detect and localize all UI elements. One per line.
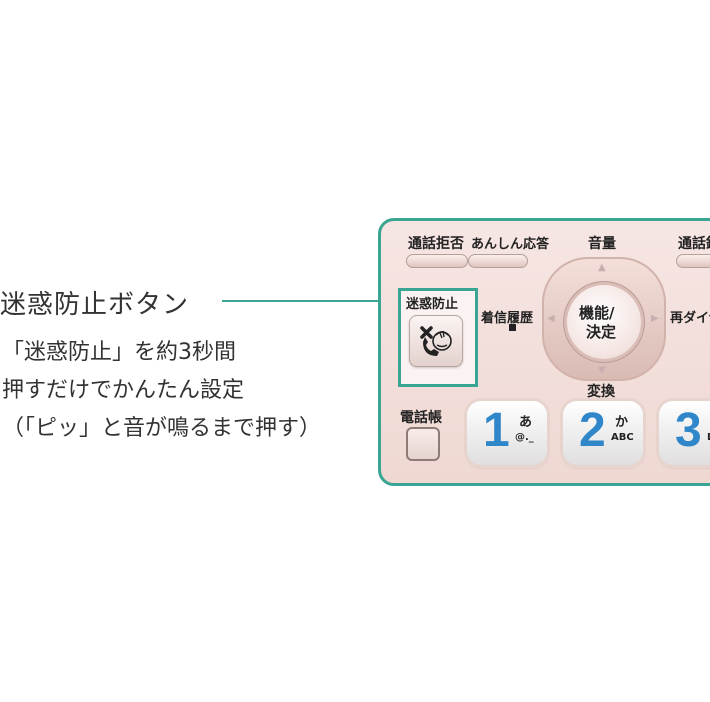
call-reject-label: 通話拒否 [408,236,464,252]
key-3-digit: 3 [675,404,702,457]
anshin-button[interactable] [468,254,528,268]
key-2-digit: 2 [579,404,606,457]
key-1[interactable]: 1 あ @._ [467,401,547,465]
phonebook-button[interactable] [406,427,440,461]
right-arrow-icon: ▶ [651,313,659,324]
meiwaku-label: 迷惑防止 [406,297,459,312]
function-enter-button[interactable] [567,285,641,359]
caption-title: 迷惑防止ボタン [0,290,190,320]
key-1-kana: あ [519,415,533,430]
key-1-sub: @._ [515,432,534,443]
record-button[interactable] [676,254,710,268]
anshin-label: あんしん応答 [471,237,550,252]
caption-line-3: （「ピッ」と音が鳴るまで押す） [2,416,322,441]
key-2[interactable]: 2 か ABC [563,401,643,465]
caption-leader-line [222,300,394,302]
caption-line-1: 「迷惑防止」を約3秒間 [2,340,236,365]
function-label: 機能/ [579,304,615,322]
key-2-kana: か [615,415,629,430]
history-indicator [509,324,516,331]
left-arrow-icon: ◀ [547,313,555,324]
blocked-phone-icon [420,326,452,356]
volume-label: 音量 [588,236,616,252]
key-1-digit: 1 [483,404,510,457]
key-3-sub: D [707,432,710,443]
caption-line-2: 押すだけでかんたん設定 [2,378,245,403]
call-reject-button[interactable] [406,254,468,268]
caption-body: 「迷惑防止」を約3秒間 押すだけでかんたん設定 （「ピッ」と音が鳴るまで押す） [2,334,321,448]
history-label: 着信履歴 [481,311,534,326]
redial-label: 再ダイヤ [670,311,710,326]
phonebook-label: 電話帳 [400,410,442,426]
phone-panel: 通話拒否 あんしん応答 音量 通話録 ▲ ▼ ◀ ▶ 機能/ 決定 迷惑防止 着… [378,218,710,486]
convert-label: 変換 [587,384,615,400]
down-arrow-icon: ▼ [598,365,606,376]
up-arrow-icon: ▲ [598,262,606,273]
enter-label: 決定 [586,323,617,341]
key-3[interactable]: 3 D [659,401,710,465]
meiwaku-button[interactable] [409,315,463,367]
record-label: 通話録 [678,236,710,252]
key-2-sub: ABC [611,432,634,443]
